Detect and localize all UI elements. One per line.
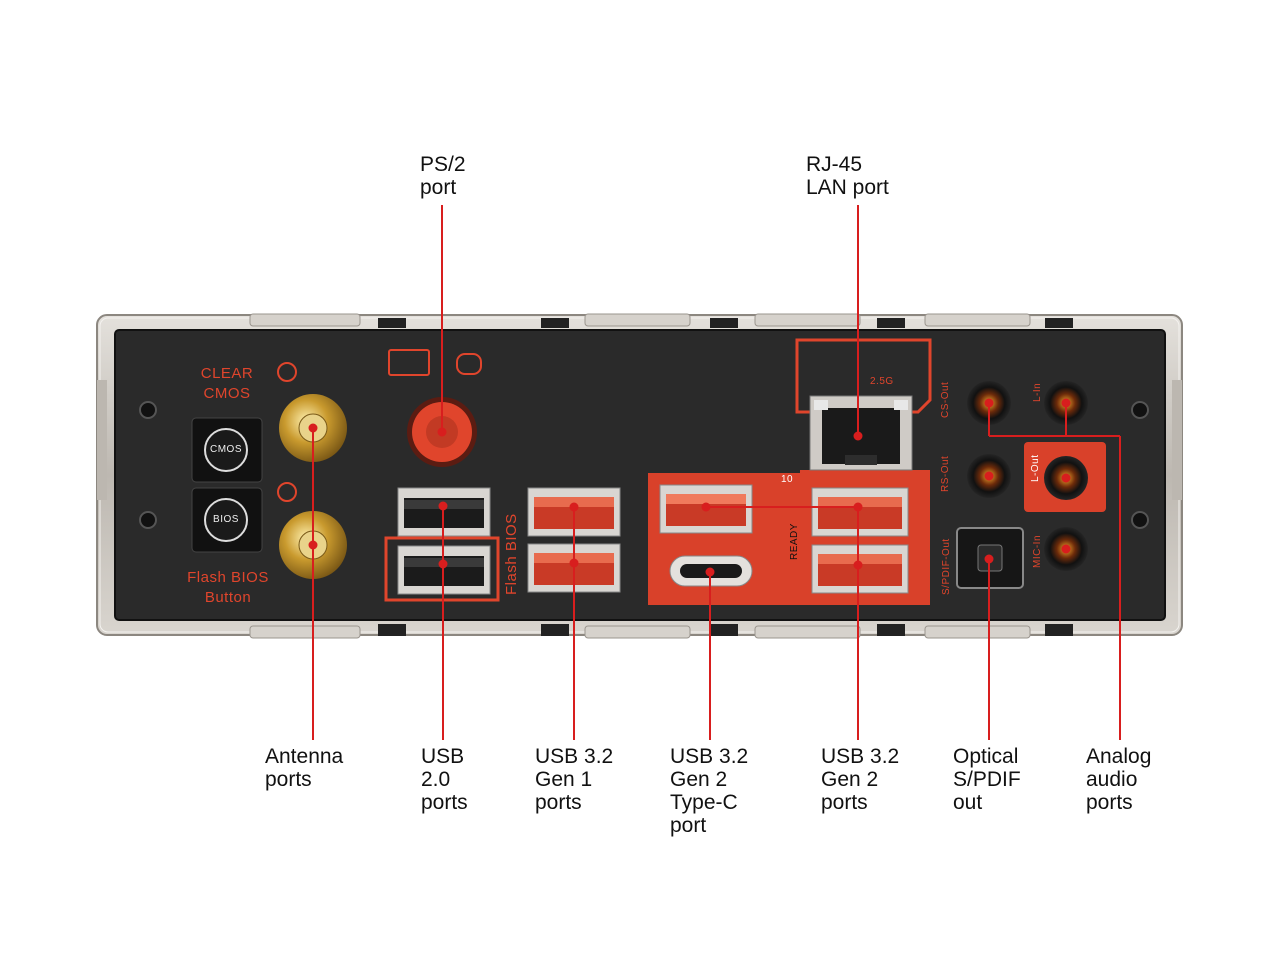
usb32-gen2-ports-label: USB 3.2 Gen 2 ports [821,745,900,814]
bios-button-label: BIOS [213,514,239,525]
l-in-silk: L-In [1032,382,1043,402]
lan-speed-silk: 2.5G [870,376,894,387]
rs-out-silk: RS-Out [940,455,951,492]
optical-spdif-label: Optical S/PDIF out [953,745,1021,814]
usb32-gen2-typea-left [659,484,753,534]
mic-in-silk: MIC-In [1032,535,1043,568]
screw-icon [139,401,1149,529]
ss10-silk: 10 [781,474,794,485]
clear-cmos-button [191,417,263,483]
audio-jacks [967,381,1106,571]
usb20-ports-label: USB 2.0 ports [421,745,468,814]
antenna-ports-label: Antenna ports [265,745,344,791]
flash-bios-silk: Flash BIOS [503,513,520,595]
ps2-port-label: PS/2 port [420,153,466,199]
cmos-button-label: CMOS [210,444,242,455]
usb32-gen1-ports-label: USB 3.2 Gen 1 ports [535,745,614,814]
flash-bios-button [191,487,263,553]
spdif-out-silk: S/PDIF-Out [941,538,952,595]
clear-cmos-silk: CLEAR CMOS [200,365,254,402]
leader-lines [308,205,1121,740]
rj45-lan-port-label: RJ-45 LAN port [806,153,889,199]
flash-bios-button-silk: Flash BIOS Button [187,569,269,606]
l-out-silk: L-Out [1030,454,1041,482]
vr-ready-silk: READY [789,523,800,560]
analog-audio-label: Analog audio ports [1086,745,1152,814]
cs-out-silk: CS-Out [940,381,951,418]
usb32-gen2-typec-label: USB 3.2 Gen 2 Type-C port [670,745,749,837]
